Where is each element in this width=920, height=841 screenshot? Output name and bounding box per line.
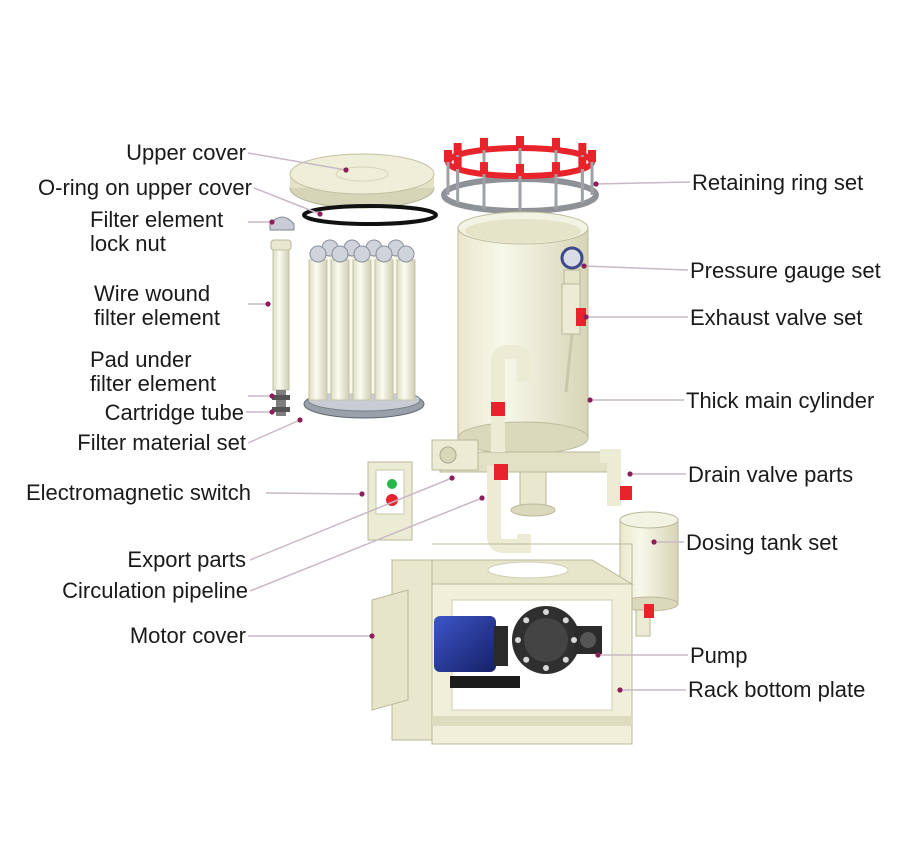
label-main-cylinder: Thick main cylinder [686,389,874,413]
label-cartridge-tube: Cartridge tube [40,401,244,425]
label-motor-cover: Motor cover [60,624,246,648]
label-line: Thick main cylinder [686,388,875,413]
label-export-parts: Export parts [60,548,246,572]
retaining-ring-part [441,136,599,214]
label-line: Wire wound [94,281,211,306]
label-line: Exhaust valve set [690,305,863,330]
pump-part [434,606,602,688]
label-line: Pad under [90,347,192,372]
label-rack-bottom: Rack bottom plate [688,678,865,702]
label-line: Filter element [90,207,224,232]
export-parts [431,345,632,506]
motor-cover-part [371,589,409,711]
label-line: Upper cover [126,140,246,165]
label-line: Drain valve parts [688,462,854,487]
label-line: O-ring on upper cover [38,175,252,200]
label-pressure-gauge: Pressure gauge set [690,259,881,283]
label-drain-valve: Drain valve parts [688,463,853,487]
label-exhaust-valve: Exhaust valve set [690,306,862,330]
pressure-gauge-part [560,246,584,285]
label-line: Motor cover [129,623,246,648]
label-line: Circulation pipeline [62,578,248,603]
label-electromagnetic-switch: Electromagnetic switch [26,481,251,505]
label-line: Retaining ring set [692,170,864,195]
label-line: Rack bottom plate [688,677,866,702]
label-line: Electromagnetic switch [26,480,251,505]
label-line: Filter material set [77,430,246,455]
filter-bundle-part [303,239,425,419]
single-filter-element [270,239,292,416]
label-line: Dosing tank set [686,530,838,555]
label-dosing-tank: Dosing tank set [686,531,838,555]
label-line: Pump [690,643,748,668]
label-upper-cover: Upper cover [60,141,246,165]
label-retaining-ring: Retaining ring set [692,171,863,195]
label-line: Cartridge tube [104,400,244,425]
main-cylinder-part [439,211,617,517]
upper-cover-part [289,153,435,209]
o-ring-part [302,204,438,226]
label-o-ring: O-ring on upper cover [10,176,252,200]
label-pump: Pump [690,644,747,668]
label-line: filter element [90,371,216,396]
label-circulation-pipeline: Circulation pipeline [20,579,248,603]
exhaust-valve-part [561,283,586,393]
label-line: Pressure gauge set [690,258,881,283]
label-line: Export parts [127,547,246,572]
label-line: lock nut [90,231,166,256]
label-line: filter element [94,305,220,330]
dosing-tank-part [619,511,679,637]
label-filter-material: Filter material set [20,431,246,455]
leader-lines [246,152,691,693]
